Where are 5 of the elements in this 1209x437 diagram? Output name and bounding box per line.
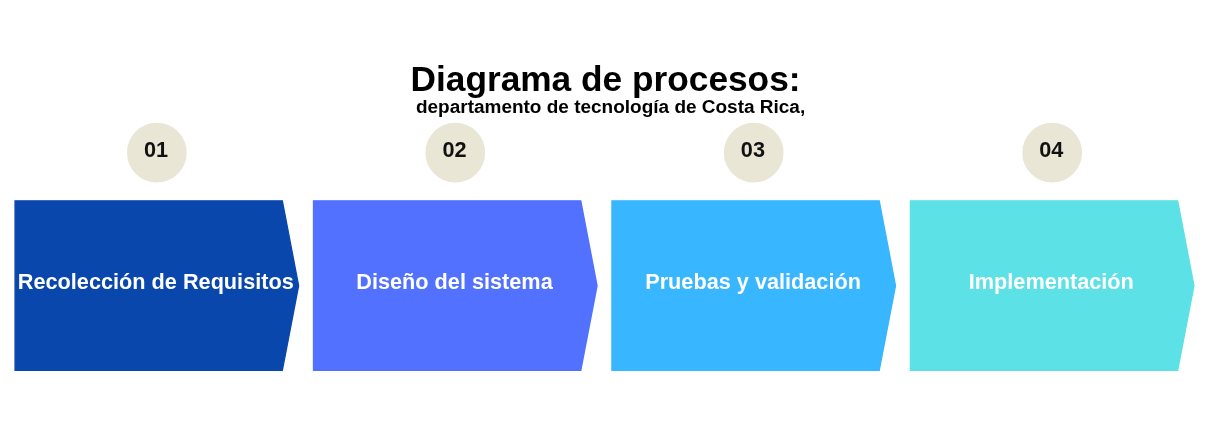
node-circle: 01 xyxy=(127,122,187,183)
node-circle: 03 xyxy=(723,122,784,183)
diagram-title: Diagrama de procesos: xyxy=(410,58,801,98)
node-circle: 02 xyxy=(425,122,486,183)
node-circle: 04 xyxy=(1022,122,1082,183)
